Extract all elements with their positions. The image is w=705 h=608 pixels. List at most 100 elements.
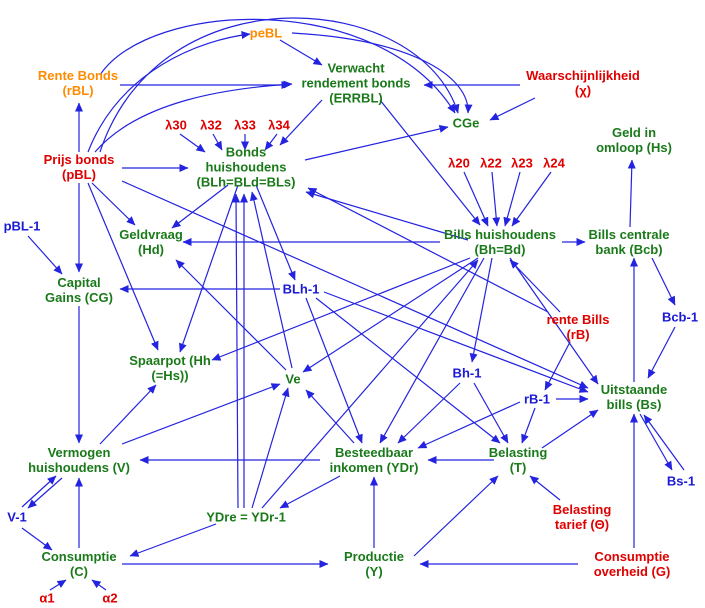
arrow-prijs-to-geldvraag	[91, 182, 136, 226]
node-bonds-hh-line-3: (BLh=BLd=BLs)	[196, 174, 296, 190]
node-waarschijnlijkheid-line-2: (χ)	[574, 83, 592, 98]
node-alpha2: α2	[102, 591, 117, 606]
node-consumptie: Consumptie (C)	[41, 549, 116, 579]
node-waarschijnlijkheid-line-1: Waarschijnlijkheid	[526, 68, 640, 83]
node-uitstaande-line-2: bills (Bs)	[606, 397, 662, 412]
arrow-vermogen-to-spaarpot	[99, 384, 157, 445]
node-besteedbaar-line-1: Besteedbaar	[334, 445, 414, 460]
arrow-belasting-to-uitstaande	[541, 409, 599, 449]
arrow-lambda20	[463, 171, 489, 227]
node-productie-line-2: (Y)	[365, 564, 383, 579]
node-waarschijnlijkheid: Waarschijnlijkheid (χ)	[526, 68, 640, 98]
node-Bcb-1: Bcb-1	[662, 310, 698, 325]
arrow-bonds-hh-to-blh1	[255, 184, 296, 281]
arrow-lambda23	[503, 171, 521, 227]
node-prijs-bonds-line-1: Prijs bonds	[43, 152, 115, 167]
arrow-blh1-to-belasting	[315, 297, 501, 444]
node-rente-bills: rente Bills (rB)	[547, 312, 610, 342]
node-bs1-line-1: Bs-1	[666, 473, 696, 489]
node-lambda34-line-1: λ34	[268, 117, 290, 133]
node-geldvraag-line-1: Geldvraag	[119, 227, 183, 242]
node-cge-line-1: CGe	[452, 115, 480, 131]
node-rente-bills-line-2: (rB)	[566, 327, 590, 342]
arrow-blh1-to-uitstaande	[323, 291, 589, 393]
node-lambda22-line-1: λ22	[480, 155, 502, 171]
node-peBL-line-1: peBL	[249, 25, 283, 41]
node-belasting: Belasting (T)	[489, 445, 548, 475]
node-lambda32: λ32	[200, 118, 222, 133]
node-bills-cb-line-2: bank (Bcb)	[595, 242, 663, 257]
node-besteedbaar-inkomen: Besteedbaar inkomen (YDr)	[330, 445, 419, 475]
arrow-v1-to-vermogen	[21, 475, 57, 508]
node-geld-in-omloop: Geld in omloop (Hs)	[596, 125, 672, 155]
arrow-pbl1-to-cg	[27, 235, 63, 275]
arrow-prijs-to-cge	[99, 17, 460, 153]
arrow-lambda30	[179, 133, 206, 153]
arrow-verwacht-to-bills-hh	[379, 99, 481, 226]
arrow-ve-to-geldvraag	[175, 259, 287, 371]
node-pBL-1: pBL-1	[4, 219, 41, 234]
arrow-ydre-to-ve	[251, 387, 290, 509]
arrow-rente-bonds-peBL-arc	[99, 18, 456, 114]
arrow-lambda24	[511, 171, 552, 227]
arrow-layer	[21, 17, 685, 591]
arrow-bonds-hh-to-spaarpot	[179, 184, 239, 353]
node-geld-omloop-line-1: Geld in	[611, 125, 657, 140]
node-peBL: peBL	[250, 26, 283, 41]
node-vermogen-line-2: huishoudens (V)	[28, 460, 130, 475]
node-spaarpot-line-1: Spaarpot (Hh	[129, 353, 211, 368]
node-belasting-line-1: Belasting	[488, 445, 548, 460]
arrow-besteedbaar-to-ydre	[279, 475, 341, 509]
arrow-bills-cb-to-bcb1	[651, 257, 676, 306]
arrow-bh1-to-besteedbaar	[397, 382, 461, 444]
node-lambda20: λ20	[448, 156, 470, 171]
arrow-rente-bills-to-rb1	[544, 341, 571, 391]
node-BLh-1: BLh-1	[283, 282, 320, 297]
node-vermogen-line-1: Vermogen	[47, 445, 111, 460]
node-ve-line-1: Ve	[285, 371, 301, 387]
arrow-bills-hh-to-spaarpot	[211, 257, 471, 361]
node-bills-hh-line-1: Bills huishoudens	[444, 227, 556, 242]
arrow-bills-hh-to-bh1	[469, 257, 493, 363]
arrow-bills-hh-to-ve	[302, 257, 479, 373]
node-rente-bonds: Rente Bonds (rBL)	[38, 68, 118, 98]
arrow-peBL-to-cge	[291, 32, 473, 114]
arrow-besteedbaar-to-ve	[305, 389, 355, 444]
node-productie-line-1: Productie	[344, 549, 404, 564]
node-alpha2-line-1: α2	[102, 590, 118, 606]
node-Bs-1: Bs-1	[667, 474, 695, 489]
arrow-vermogen-to-ve	[121, 383, 281, 445]
node-rB-1: rB-1	[524, 392, 550, 407]
arrow-prijs-to-spaarpot	[87, 182, 159, 351]
node-prijs-bonds-line-2: (pBL)	[62, 167, 96, 182]
node-vermogen-huishoudens: Vermogen huishoudens (V)	[28, 445, 130, 475]
arrow-prijs-to-peBL	[87, 31, 251, 153]
node-belasting-line-2: (T)	[509, 460, 527, 475]
node-lambda30: λ30	[165, 118, 187, 133]
node-spaarpot-line-2: (=Hs))	[151, 368, 189, 383]
node-belasting-tarief-line-1: Belasting	[552, 502, 612, 517]
arrow-rente-bills-to-bonds-hh	[307, 187, 549, 313]
arrow-ve-to-bonds-hh	[249, 191, 293, 369]
node-geldvraag: Geldvraag (Hd)	[119, 227, 183, 257]
node-rente-bills-line-1: rente Bills	[546, 312, 610, 327]
node-productie: Productie (Y)	[344, 549, 404, 579]
node-consumptie-line-2: (C)	[69, 564, 89, 579]
node-capital-gains-line-2: Gains (CG)	[45, 290, 113, 305]
arrow-lambda32	[212, 133, 223, 151]
node-consumptie-overheid-line-2: overheid (G)	[593, 564, 671, 579]
node-consumptie-overheid-line-1: Consumptie	[594, 549, 670, 564]
node-geldvraag-line-2: (Hd)	[138, 242, 164, 257]
node-lambda23: λ23	[511, 156, 533, 171]
node-rb1-line-1: rB-1	[523, 391, 551, 407]
node-bills-centrale-bank: Bills centrale bank (Bcb)	[589, 227, 670, 257]
node-verwacht-line-3: (ERRBL)	[329, 90, 383, 106]
arrow-rb1-to-belasting	[521, 407, 536, 444]
arrow-alpha1-to-consumptie	[49, 579, 67, 591]
node-V-1: V-1	[7, 510, 27, 525]
arrow-ydre-to-consumptie	[129, 523, 217, 557]
arrow-bills-hh-to-bonds-hh	[305, 190, 469, 241]
node-geld-omloop-line-2: omloop (Hs)	[596, 140, 672, 155]
node-uitstaande-bills: Uitstaande bills (Bs)	[601, 382, 667, 412]
node-rente-bonds-line-2: (rBL)	[62, 83, 94, 98]
